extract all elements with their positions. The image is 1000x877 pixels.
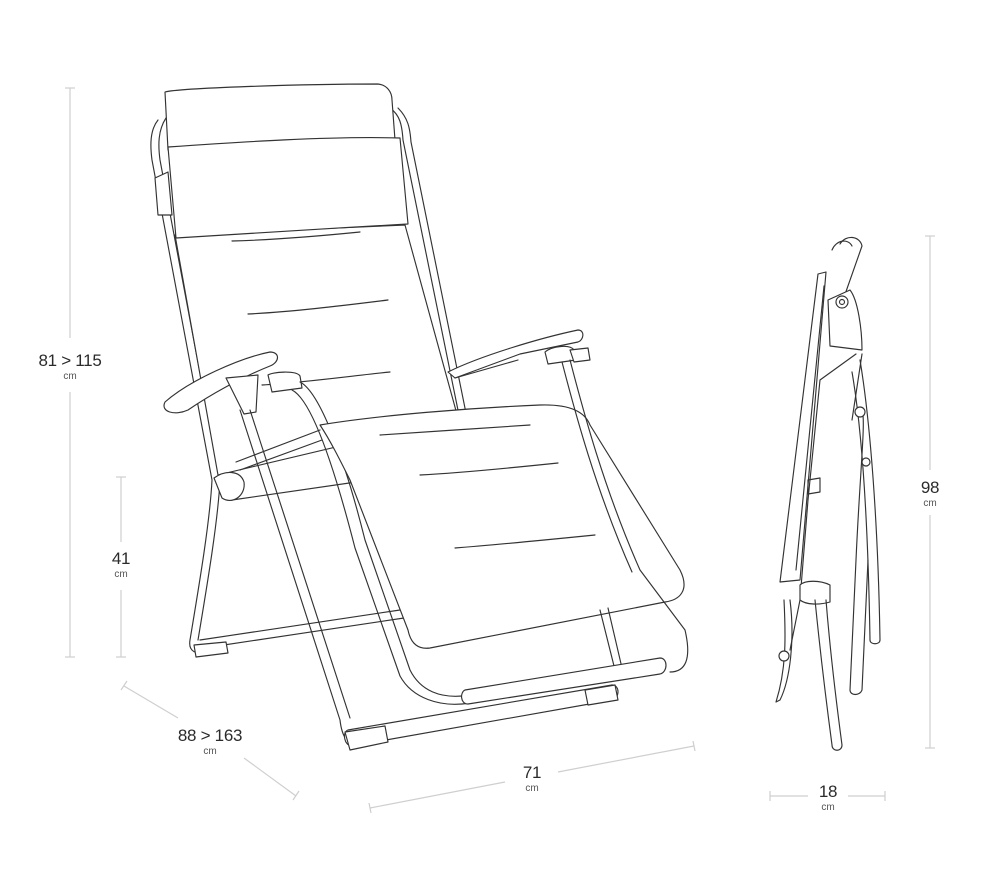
headrest-top bbox=[164, 83, 396, 151]
width-value: 71 bbox=[522, 763, 542, 782]
armrest-left bbox=[163, 351, 279, 414]
folded-height-value: 98 bbox=[920, 478, 940, 497]
folded-thickness-dimension-line bbox=[769, 791, 886, 801]
width-label: 71 cm bbox=[522, 763, 542, 794]
seat-height-value: 41 bbox=[111, 549, 131, 568]
seat-height-label: 41 cm bbox=[111, 549, 131, 580]
rear-frame-left bbox=[150, 119, 213, 654]
folded-clip bbox=[799, 580, 831, 605]
folded-thickness-unit: cm bbox=[821, 802, 835, 813]
folded-height-label: 98 cm bbox=[920, 478, 940, 509]
folded-thickness-value: 18 bbox=[818, 782, 838, 801]
folded-chair-drawing bbox=[775, 236, 881, 751]
width-dimension-line bbox=[368, 740, 696, 814]
seat-height-dimension-line bbox=[116, 476, 126, 658]
headrest-cushion bbox=[167, 137, 409, 239]
depth-label: 88 > 163 cm bbox=[177, 726, 243, 757]
folded-back-panel bbox=[779, 271, 827, 583]
depth-unit: cm bbox=[203, 746, 217, 757]
footrest-bar bbox=[461, 657, 667, 705]
depth-dimension-line bbox=[120, 680, 300, 801]
lock-mechanism-left bbox=[213, 471, 245, 501]
folded-leg-rear bbox=[775, 599, 793, 703]
height-value: 81 > 115 bbox=[38, 351, 102, 370]
height-label: 81 > 115 cm bbox=[39, 352, 102, 382]
folded-height-dimension-line bbox=[925, 235, 935, 749]
open-chair-drawing bbox=[150, 83, 689, 751]
height-dimension-line bbox=[65, 87, 75, 658]
seat-cushion bbox=[319, 404, 685, 649]
depth-value: 88 > 163 bbox=[177, 726, 243, 745]
folded-height-unit: cm bbox=[923, 498, 937, 509]
front-loop-tube bbox=[299, 381, 471, 697]
armrest-right bbox=[447, 329, 584, 379]
width-unit: cm bbox=[525, 783, 539, 794]
folded-thickness-label: 18 cm bbox=[818, 782, 838, 813]
height-unit: cm bbox=[63, 371, 77, 382]
headrest-strap bbox=[154, 171, 173, 216]
dimension-lines bbox=[65, 87, 935, 814]
seat-height-unit: cm bbox=[114, 569, 128, 580]
